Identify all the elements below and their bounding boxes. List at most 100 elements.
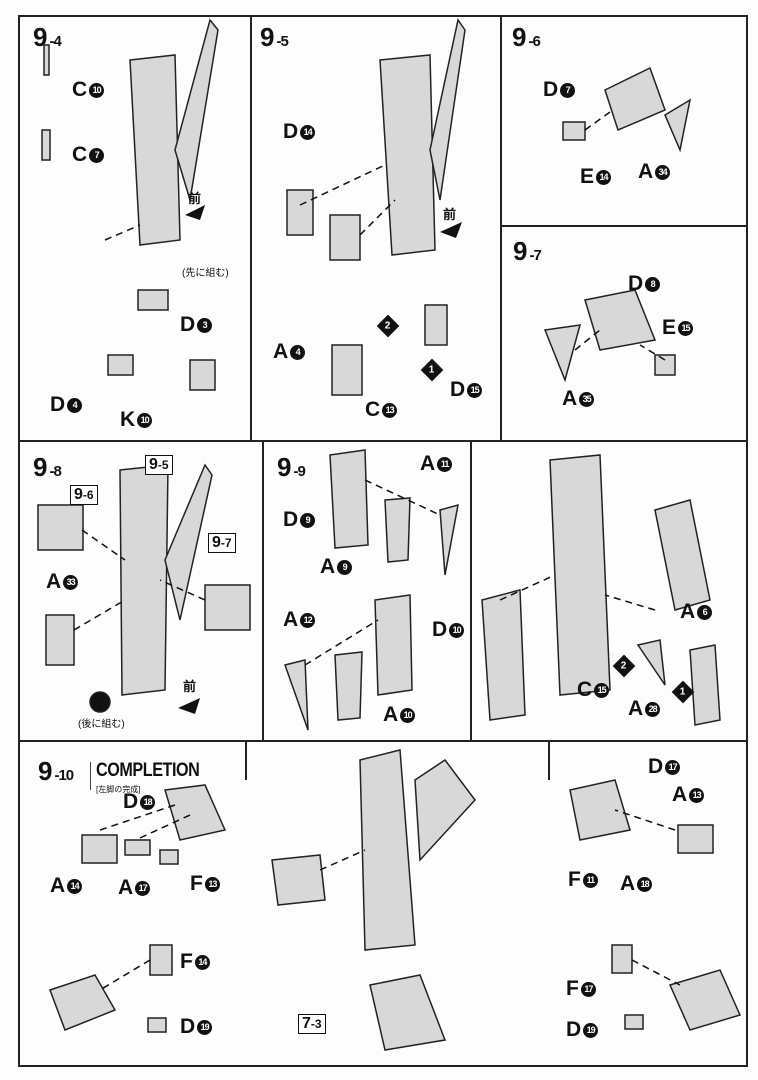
ref-step-box: 7-3 xyxy=(298,1014,326,1034)
thruster-drawing xyxy=(174,18,219,201)
divider xyxy=(548,740,550,780)
foot-drawing xyxy=(369,974,447,1051)
divider xyxy=(500,15,502,440)
armor-drawing xyxy=(481,589,526,721)
completion-subtitle: [左脚の完成] xyxy=(96,785,141,794)
part-d3-drawing xyxy=(189,359,216,391)
part-f17-drawing xyxy=(611,944,633,974)
part-a12-drawing xyxy=(284,659,309,731)
divider xyxy=(250,15,252,440)
part-d18-drawing xyxy=(164,784,227,841)
part-e15-drawing xyxy=(654,354,676,376)
part-d14-drawing xyxy=(286,189,314,236)
part-d7-drawing xyxy=(604,66,666,132)
part-d17-drawing xyxy=(569,779,631,841)
step-9-10-title: 9-10 xyxy=(38,756,74,786)
front-indicator: 前 xyxy=(188,191,202,206)
armor-drawing xyxy=(271,854,326,906)
thruster-drawing xyxy=(164,463,213,621)
leg-part-drawing xyxy=(379,54,436,256)
side-armor-drawing xyxy=(654,499,711,611)
part-c10-drawing xyxy=(43,44,50,76)
ref-step-box: 9-7 xyxy=(208,533,236,553)
part-c15-drawing xyxy=(636,639,666,686)
foot-armor-drawing xyxy=(49,974,117,1031)
part-d8-drawing xyxy=(584,289,657,351)
step-9-8-title: 9-8 xyxy=(33,452,62,482)
front-indicator: 前 xyxy=(443,207,457,222)
part-drawing xyxy=(204,584,251,631)
step-9-6-title: 9-6 xyxy=(512,22,541,52)
step-9-9-title: 9-9 xyxy=(277,452,306,482)
armor-drawing xyxy=(414,758,476,862)
step-9-5-title: 9-5 xyxy=(260,22,289,52)
post-assemble-note: (後に組む) xyxy=(78,719,125,730)
part-c7-drawing xyxy=(41,129,51,161)
step-9-7-title: 9-7 xyxy=(513,236,542,266)
part-d15-drawing xyxy=(424,304,448,346)
part-d9-drawing xyxy=(329,449,369,549)
divider xyxy=(90,762,91,790)
part-a11-drawing xyxy=(439,503,459,576)
divider xyxy=(470,440,472,740)
step-9-4-title: 9-4 xyxy=(33,22,62,52)
divider xyxy=(245,740,247,780)
thruster-drawing xyxy=(429,18,466,201)
part-a14-drawing xyxy=(81,834,118,864)
pre-assembled-marker xyxy=(89,691,111,713)
ref-step-box: 9-6 xyxy=(70,485,98,505)
pre-assemble-note: (先に組む) xyxy=(182,268,229,279)
divider xyxy=(500,225,748,227)
foot-armor-drawing xyxy=(668,969,742,1031)
divider xyxy=(18,740,748,742)
page-frame xyxy=(18,15,748,1067)
part-drawing xyxy=(37,504,84,551)
completion-heading: COMPLETION xyxy=(96,760,200,781)
part-a35-drawing xyxy=(543,324,582,383)
part-f13-drawing xyxy=(159,849,179,865)
part-a17-drawing xyxy=(124,839,151,856)
front-indicator: 前 xyxy=(183,679,197,694)
part-a9-drawing xyxy=(384,497,411,563)
part-a4-drawing xyxy=(331,344,363,396)
part-drawing xyxy=(329,214,361,261)
leg-assembly-drawing xyxy=(549,454,611,696)
completed-leg-drawing xyxy=(359,749,416,951)
joint-drawing xyxy=(137,289,169,311)
leg-part-drawing xyxy=(129,54,181,246)
part-d19-drawing xyxy=(624,1014,644,1030)
